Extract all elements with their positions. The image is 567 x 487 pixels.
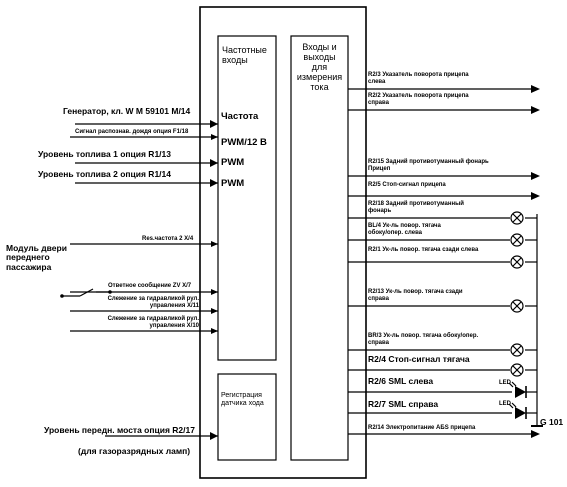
output-tractor-stop-label: R2/4 Стоп-сигнал тягача <box>368 354 470 364</box>
lamp-symbol <box>510 255 524 269</box>
output-arrow <box>531 430 540 438</box>
pin-pwm-a: PWM <box>221 157 245 168</box>
output-tractor-rear-right-label: R2/13 Ук-ль повор. тягача сзади справа <box>368 289 463 302</box>
output-tractor-side-left-label: BL/4 Ук-ль повор. тягача обоку/опер. сле… <box>368 223 441 236</box>
lamp-symbol <box>510 299 524 313</box>
input-arrow <box>210 159 218 167</box>
current-io-box <box>290 35 349 461</box>
output-arrow <box>531 106 540 114</box>
current-io-title: Входы и выходы для измерения тока <box>296 42 343 92</box>
pin-pwm12: PWM/12 В <box>221 137 267 148</box>
input-steering-hydraulic-11-label: Слежение за гидравликой рул. управления … <box>107 296 199 309</box>
travel-sensor-box <box>217 373 277 461</box>
output-tractor-rear-left-label: R2/1 Ук-ль повор. тягача сзади слева <box>368 247 479 253</box>
door-module-label: Модуль двери переднего пассажира <box>6 243 67 272</box>
input-zv-response-label: Ответное сообщение ZV X/7 <box>108 283 192 289</box>
led-label: LED <box>499 401 511 407</box>
travel-sensor-title: Регистрация датчика хода <box>221 392 264 407</box>
gas-discharge-lamps-label: (для газоразрядных ламп) <box>78 446 191 456</box>
output-trailer-turn-left-label: R2/3 Указатель поворота прицепа слева <box>368 72 469 85</box>
output-arrow <box>531 192 540 200</box>
input-steering-hydraulic-10-label: Слежение за гидравликой рул. управления … <box>107 316 199 329</box>
lamp-symbol <box>510 211 524 225</box>
input-arrow <box>210 120 218 128</box>
junction-dot <box>60 294 64 298</box>
pin-pwm-b: PWM <box>221 178 245 189</box>
control-unit-outline <box>199 6 367 479</box>
output-arrow <box>531 85 540 93</box>
input-arrow <box>211 241 218 247</box>
input-arrow <box>211 308 218 314</box>
output-rear-fog-label: R2/18 Задний противотуманный фонарь <box>368 201 464 214</box>
switch-contact <box>79 288 94 297</box>
output-arrow <box>531 172 540 180</box>
input-arrow <box>211 134 218 140</box>
led-triangle <box>515 386 526 398</box>
output-sml-right-label: R2/7 SML справа <box>368 399 439 409</box>
output-abs-power-label: R2/14 Электропитание АБS прицепа <box>368 425 476 431</box>
input-arrow <box>211 328 218 334</box>
input-arrow <box>210 179 218 187</box>
output-trailer-fog-label: R2/15 Задний противотуманный фонарь Приц… <box>368 159 489 172</box>
input-fuel-2-label: Уровень топлива 2 опция R1/14 <box>38 169 171 179</box>
freq-inputs-title: Частотные входы <box>222 45 267 65</box>
output-trailer-turn-right-label: R2/2 Указатель поворота прицепа справа <box>368 93 469 106</box>
front-axle-level-label: Уровень передн. моста опция R2/17 <box>44 425 195 435</box>
input-res-freq-label: Res.частота 2 X/4 <box>142 236 194 242</box>
input-arrow <box>210 432 218 440</box>
output-trailer-stop-label: R2/5 Стоп-сигнал прицепа <box>368 182 446 188</box>
input-arrow <box>211 289 218 295</box>
output-tractor-side-right-label: BR/3 Ук-ль повор. тягача обоку/опер. спр… <box>368 333 479 346</box>
input-generator-label: Генератор, кл. W M 59101 M/14 <box>63 106 191 116</box>
led-triangle <box>515 407 526 419</box>
lamp-symbol <box>510 233 524 247</box>
input-fuel-1-label: Уровень топлива 1 опция R1/13 <box>38 149 171 159</box>
pin-frequency: Частота <box>221 111 259 122</box>
freq-inputs-box <box>217 35 277 361</box>
output-sml-left-label: R2/6 SML слева <box>368 376 434 386</box>
ground-g101-label: G 101 <box>540 417 564 427</box>
lamp-symbol <box>510 343 524 357</box>
junction-dot <box>108 290 112 294</box>
input-rain-sensor-label: Сигнал распознав. дождя опция F1/18 <box>75 129 189 135</box>
led-label: LED <box>499 380 511 386</box>
lamp-symbol <box>510 363 524 377</box>
